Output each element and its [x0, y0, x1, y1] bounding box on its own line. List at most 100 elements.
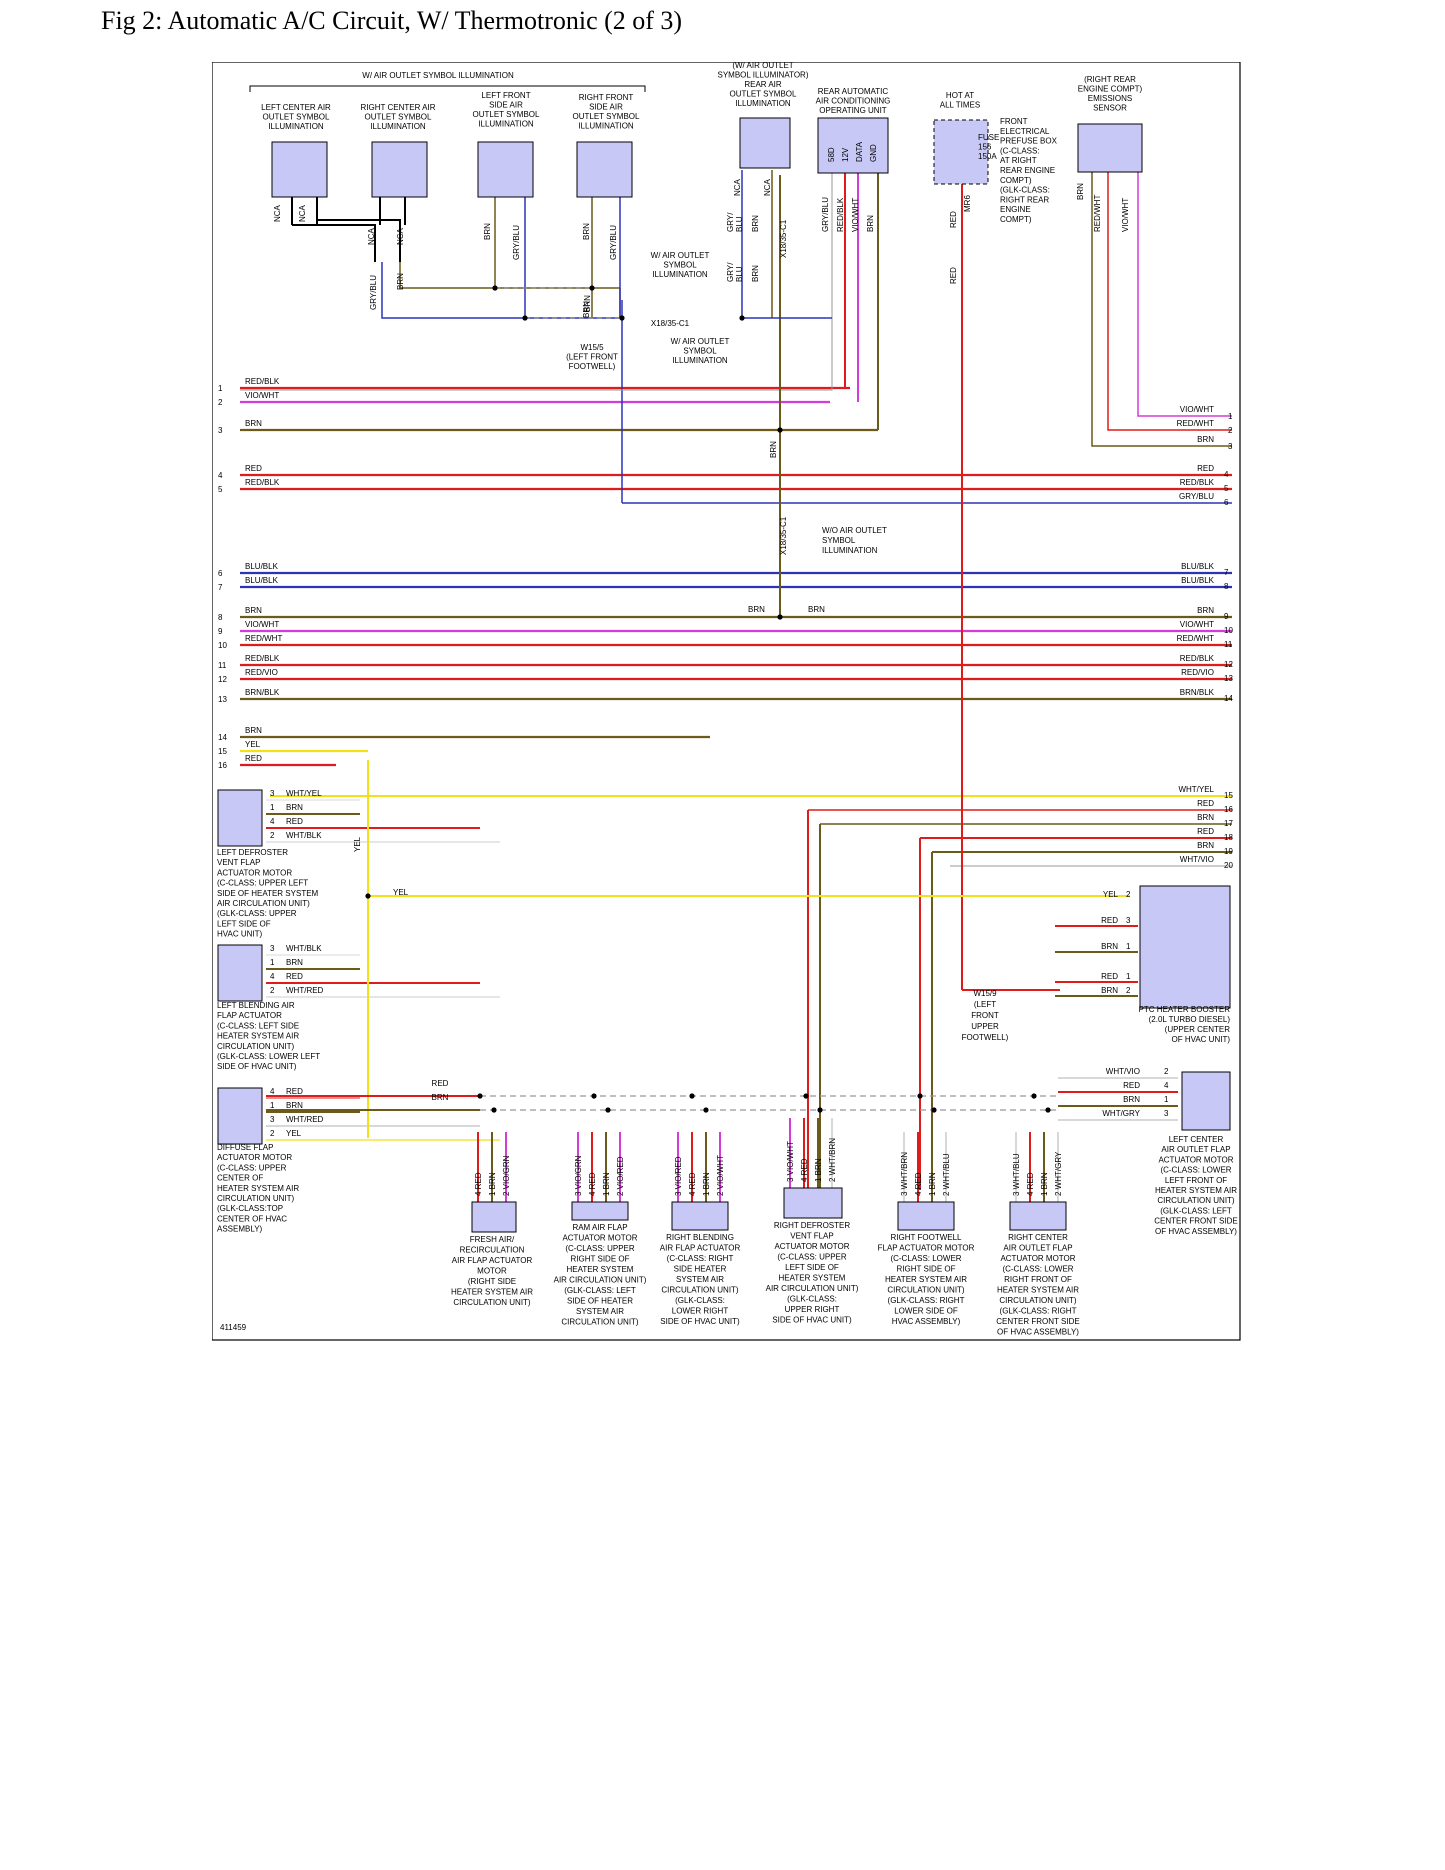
- pin-wire-label: BRN: [1123, 1095, 1140, 1104]
- component-box: [1077, 123, 1143, 173]
- bus-number: 4: [218, 471, 223, 480]
- wire-label: NCA: [733, 178, 742, 196]
- sensor-wire-number: 2: [1228, 426, 1233, 435]
- bus-number: 8: [218, 613, 223, 622]
- sensor-wire-number: 3: [1228, 442, 1233, 451]
- splice-dot: [817, 1107, 823, 1113]
- bus-wire-label: BRN: [1197, 813, 1214, 822]
- bus-wire-label: RED/VIO: [245, 668, 278, 677]
- bus-wire-label: VIO/WHT: [1180, 620, 1214, 629]
- wire-label: BRN: [432, 1093, 449, 1102]
- pin-wire-label: 1 BRN: [602, 1172, 611, 1196]
- component-box: [477, 141, 534, 198]
- bus-wire-label: BLU/BLK: [245, 576, 279, 585]
- pin-wire-label: WHT/VIO: [1106, 1067, 1140, 1076]
- nca-wire: [292, 224, 376, 262]
- figure-id: 411459: [220, 1323, 247, 1332]
- pin-wire-label: RED: [286, 817, 303, 826]
- pin-number: 1: [270, 1101, 275, 1110]
- bus-wire-label: RED: [1197, 799, 1214, 808]
- wiring-diagram: 1RED/BLK2VIO/WHT3BRN4RED5RED/BLK6BLU/BLK…: [212, 62, 1241, 1341]
- splice-dot: [605, 1107, 611, 1113]
- splice-dot: [917, 1093, 923, 1099]
- bus-number: 5: [1224, 484, 1229, 493]
- bus-number: 14: [1224, 694, 1233, 703]
- pin-wire-label: 2 VIO/GRN: [502, 1155, 511, 1196]
- wire-label: NCA: [396, 227, 405, 245]
- bus-wire-label: BRN: [245, 419, 262, 428]
- bus-wire-label: RED/WHT: [245, 634, 282, 643]
- bus-wire-label: RED/BLK: [245, 654, 280, 663]
- ptc-heater-box: [1139, 885, 1231, 1009]
- wire-label: BRN: [866, 215, 875, 232]
- wire-label: NCA: [273, 204, 282, 222]
- splice-dot: [689, 1093, 695, 1099]
- ptc-wire-label: RED: [1101, 916, 1118, 925]
- pin-number: 3: [270, 944, 275, 953]
- splice-dot: [703, 1107, 709, 1113]
- pin-label: 12V: [841, 147, 850, 162]
- bus-number: 5: [218, 485, 223, 494]
- ptc-label: PTC HEATER BOOSTER(2.0L TURBO DIESEL)(UP…: [1139, 1005, 1231, 1044]
- pin-wire-label: WHT/BLK: [286, 944, 322, 953]
- diagram-frame: [212, 62, 1241, 1341]
- bus-number: 12: [218, 675, 227, 684]
- bus-wire-label: RED: [1197, 464, 1214, 473]
- ptc-wire-label: BRN: [1101, 986, 1118, 995]
- bus-wire-label: BLU/BLK: [245, 562, 279, 571]
- bus-number: 16: [218, 761, 227, 770]
- wire-label: NCA: [763, 178, 772, 196]
- bus-wire-label: RED/VIO: [1181, 668, 1214, 677]
- pin-wire-label: RED: [1123, 1081, 1140, 1090]
- pin-wire-label: RED: [286, 972, 303, 981]
- bus-wire-label: BRN/BLK: [1180, 688, 1215, 697]
- bottom-actuator-box: [471, 1201, 517, 1233]
- wire-label: BRN: [582, 223, 591, 240]
- splice-dot: [477, 1093, 483, 1099]
- bus-wire-label: BLU/BLK: [1181, 576, 1215, 585]
- pin-wire-label: 2 VIO/RED: [616, 1156, 625, 1196]
- bus-number: 17: [1224, 819, 1233, 828]
- pin-label: DATA: [855, 141, 864, 162]
- bus-wire-label: WHT/YEL: [1178, 785, 1214, 794]
- wire-label: GRY/BLU: [821, 197, 830, 232]
- sensor-wire-label: VIO/WHT: [1180, 405, 1214, 414]
- wires: [240, 168, 1232, 1202]
- pin-wire-label: 3 VIO/GRN: [574, 1155, 583, 1196]
- wire-label: BRN: [808, 605, 825, 614]
- bottom-actuator-box: [571, 1201, 629, 1221]
- component-box: [271, 141, 328, 198]
- pin-wire-label: BRN: [286, 958, 303, 967]
- pin-wire-label: WHT/RED: [286, 1115, 324, 1124]
- pin-wire-label: WHT/GRY: [1102, 1109, 1140, 1118]
- brn-wire: [399, 262, 620, 289]
- left-actuator-box: [217, 789, 263, 847]
- bottom-actuator-box: [783, 1187, 843, 1219]
- pin-number: 1: [270, 958, 275, 967]
- pin-wire-label: WHT/YEL: [286, 789, 322, 798]
- pin-wire-label: 1 BRN: [1040, 1172, 1049, 1196]
- wire-label: RED: [432, 1079, 449, 1088]
- pin-wire-label: 4 RED: [588, 1172, 597, 1196]
- pin-number: 4: [270, 817, 275, 826]
- pin-number: 1: [270, 803, 275, 812]
- figure-title: Fig 2: Automatic A/C Circuit, W/ Thermot…: [101, 6, 683, 35]
- pin-wire-label: 1 BRN: [488, 1172, 497, 1196]
- bottom-actuator-box: [1009, 1201, 1067, 1231]
- bus-number: 18: [1224, 833, 1233, 842]
- pin-number: 3: [270, 789, 275, 798]
- sensor-red-wht: [1107, 170, 1232, 431]
- ptc-wire-label: YEL: [1103, 890, 1119, 899]
- fuse-box: [933, 119, 989, 185]
- splice-dot: [777, 427, 783, 433]
- pin-number: 2: [270, 831, 275, 840]
